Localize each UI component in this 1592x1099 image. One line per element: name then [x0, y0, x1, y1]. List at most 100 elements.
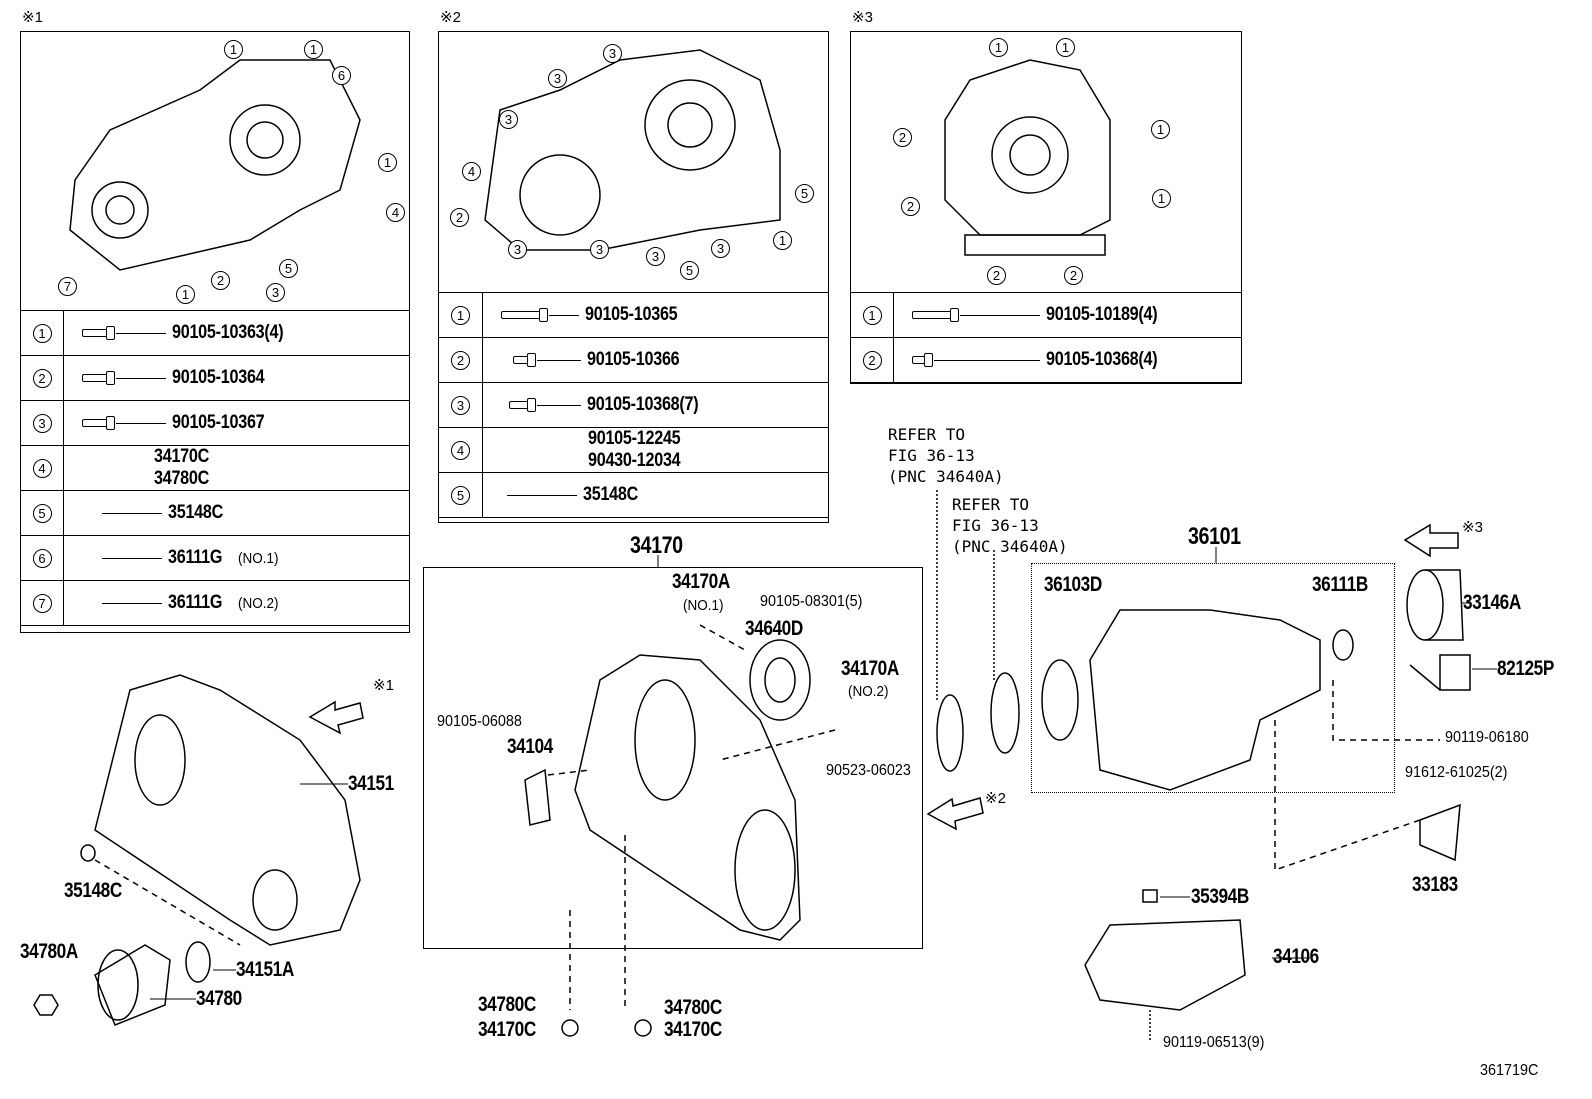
row-number: 1	[451, 305, 470, 325]
row-number: 3	[451, 395, 470, 415]
part-label-34170a-no2[interactable]: 34170A	[841, 657, 899, 680]
extension-housing-front-view	[944, 59, 1111, 256]
part-label-34106[interactable]: 34106	[1273, 945, 1319, 968]
part-label-33183[interactable]: 33183	[1412, 873, 1458, 896]
callout: 4	[386, 203, 405, 222]
part-note-no2: (NO.2)	[848, 683, 889, 700]
callout: 3	[646, 247, 665, 266]
part-number[interactable]: 90105-10366	[587, 349, 680, 370]
part-number[interactable]: 90105-12245	[588, 428, 681, 449]
part-label-36101[interactable]: 36101	[1188, 523, 1241, 550]
section-mark-1: ※1	[22, 9, 43, 26]
side-parts	[1406, 569, 1471, 862]
part-number[interactable]: 35148C	[168, 502, 224, 523]
part-label-90105-08301[interactable]: 90105-08301(5)	[760, 593, 863, 610]
part-label-34780[interactable]: 34780	[196, 987, 242, 1010]
part-label-34104[interactable]: 34104	[507, 735, 553, 758]
section-mark-2-ref: ※2	[985, 790, 1006, 807]
direction-arrows	[308, 523, 1459, 831]
part-label-91612-61025[interactable]: 91612-61025(2)	[1405, 764, 1508, 781]
part-number[interactable]: 34170C	[154, 446, 210, 467]
part-number[interactable]: 90105-10368(7)	[587, 394, 699, 415]
part-label-90119-06513[interactable]: 90119-06513(9)	[1163, 1034, 1265, 1051]
part-label-34780c[interactable]: 34780C	[664, 996, 722, 1019]
row-number: 7	[32, 593, 52, 613]
part-number[interactable]: 90105-10365	[585, 304, 678, 325]
part-label-90105-06088[interactable]: 90105-06088	[437, 713, 522, 730]
callout: 7	[58, 277, 77, 296]
callout: 1	[1056, 38, 1075, 57]
callout: 2	[211, 271, 230, 290]
callout: 2	[987, 266, 1006, 285]
part-label-34780a[interactable]: 34780A	[20, 940, 78, 963]
leader-line	[537, 404, 581, 406]
bolt-icon	[82, 371, 115, 385]
transfer-case-34151	[94, 674, 361, 946]
detail-box-2	[438, 31, 829, 523]
part-number[interactable]: 90430-12034	[588, 450, 681, 471]
part-label-34170c[interactable]: 34170C	[478, 1018, 536, 1041]
row-number: 2	[862, 350, 882, 370]
oil-pan-34106	[1084, 889, 1246, 1040]
part-label-34640d[interactable]: 34640D	[745, 617, 803, 640]
part-number[interactable]: 36111G	[168, 547, 223, 568]
callout: 3	[711, 239, 730, 258]
leader-line	[102, 557, 162, 559]
detail-box-3	[850, 31, 1242, 384]
callout: 1	[224, 40, 243, 59]
part-number[interactable]: 90105-10364	[172, 367, 265, 388]
bolt-icon	[501, 308, 548, 322]
leader-line	[507, 494, 577, 496]
part-label-34780c[interactable]: 34780C	[478, 993, 536, 1016]
part-label-90523-06023[interactable]: 90523-06023	[826, 762, 911, 779]
table-row: 3 90105-10367	[20, 400, 410, 446]
leader-line	[960, 314, 1040, 316]
part-label-34170[interactable]: 34170	[630, 532, 683, 559]
row-number: 3	[32, 413, 52, 433]
transfer-case-rear-view-1	[69, 59, 361, 271]
part-label-34151a[interactable]: 34151A	[236, 958, 294, 981]
transfer-case-cover-34170	[524, 624, 836, 1037]
callout: 2	[1064, 266, 1083, 285]
part-label-82125p[interactable]: 82125P	[1497, 657, 1554, 680]
part-label-34170a-no1[interactable]: 34170A	[672, 570, 730, 593]
part-number[interactable]: 90105-10363(4)	[172, 322, 284, 343]
part-number[interactable]: 90105-10189(4)	[1046, 304, 1158, 325]
callout: 3	[548, 69, 567, 88]
part-number[interactable]: 36111G	[168, 592, 223, 613]
table-row: 1 90105-10365	[438, 292, 829, 338]
part-label-35148c[interactable]: 35148C	[64, 879, 122, 902]
section-mark-3-ref: ※3	[1462, 519, 1483, 536]
part-label-35394b[interactable]: 35394B	[1191, 885, 1249, 908]
leader-line	[102, 512, 162, 514]
bolt-icon	[82, 416, 115, 430]
callout: 3	[266, 283, 285, 302]
figure-code: 361719C	[1480, 1062, 1539, 1079]
part-label-34151[interactable]: 34151	[348, 772, 394, 795]
part-number[interactable]: 34780C	[154, 468, 210, 489]
part-label-90119-06180[interactable]: 90119-06180	[1445, 729, 1529, 746]
leader-line	[549, 314, 579, 316]
callout: 3	[590, 240, 609, 259]
part-label-36103d[interactable]: 36103D	[1044, 573, 1102, 596]
part-note: (NO.2)	[237, 594, 279, 612]
refer-note-2: REFER TO FIG 36-13 (PNC 34640A)	[952, 495, 1068, 556]
part-number[interactable]: 90105-10368(4)	[1046, 349, 1158, 370]
callout: 3	[603, 44, 622, 63]
part-label-34170c[interactable]: 34170C	[664, 1018, 722, 1041]
part-number[interactable]: 35148C	[583, 484, 639, 505]
part-label-36111b[interactable]: 36111B	[1312, 573, 1368, 596]
callout: 1	[989, 38, 1008, 57]
part-number[interactable]: 90105-10367	[172, 412, 265, 433]
callout: 2	[901, 197, 920, 216]
part-label-33146a[interactable]: 33146A	[1463, 591, 1521, 614]
seal-and-plug-parts	[33, 844, 211, 1026]
